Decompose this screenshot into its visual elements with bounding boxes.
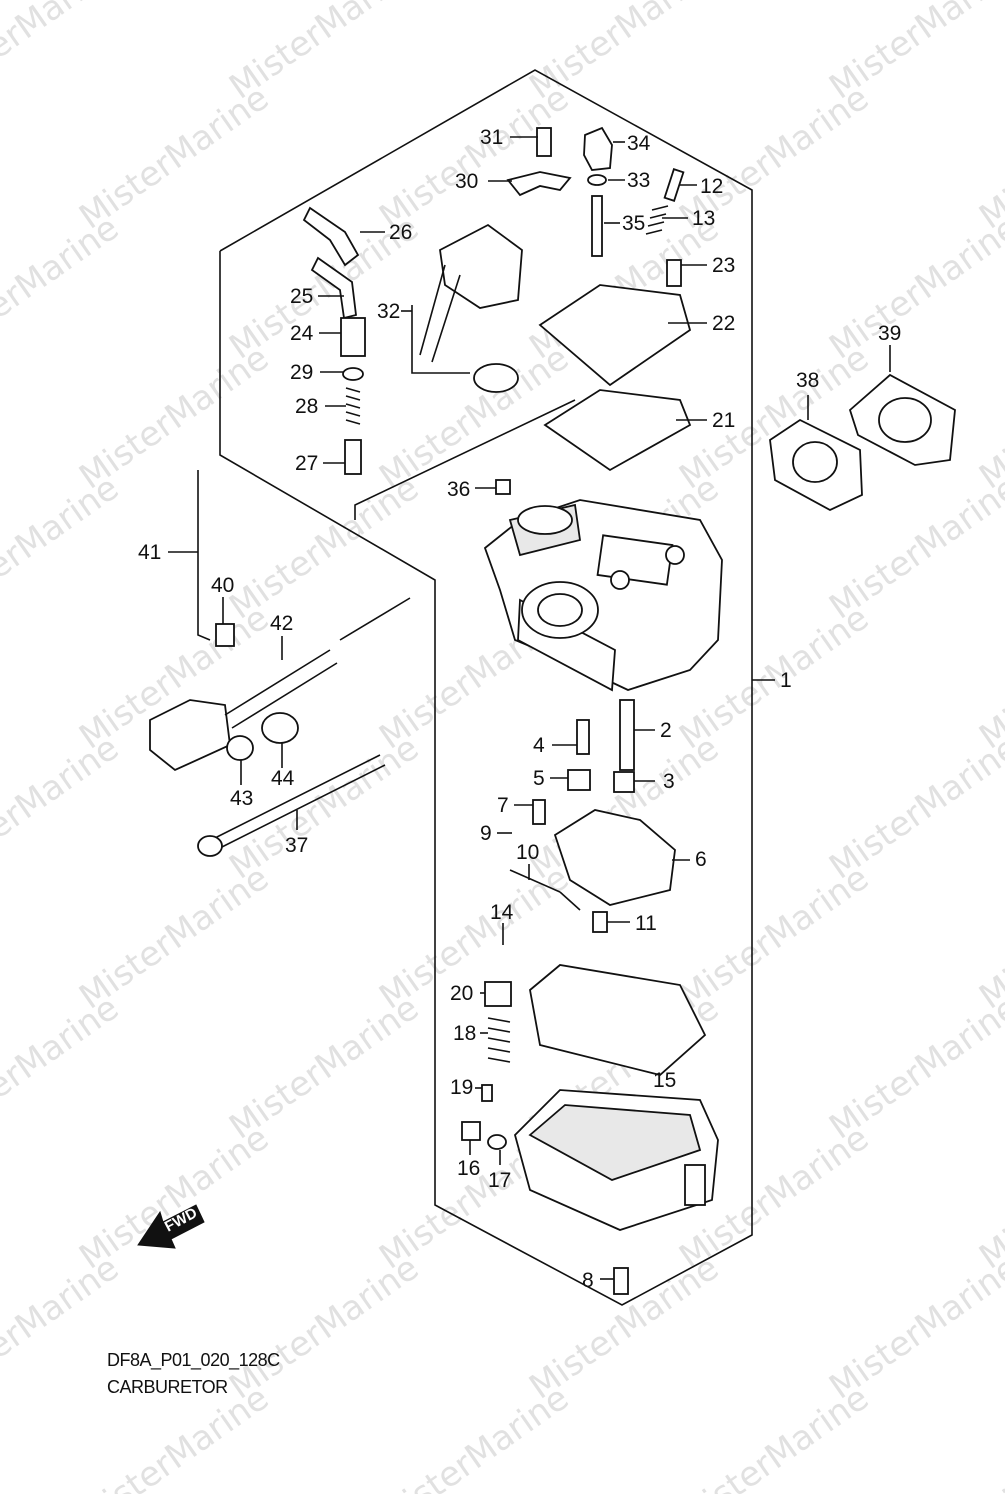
callout-12: 12: [700, 175, 723, 198]
callout-11: 11: [635, 912, 657, 935]
callout-14: 14: [490, 901, 514, 924]
callout-25: 25: [290, 285, 313, 308]
callout-labels: 1 2 3 4 5 6 7 8 9 10 11 12 13 14 15 16 1…: [138, 126, 901, 1292]
callout-15: 15: [653, 1069, 676, 1092]
callout-43: 43: [230, 787, 253, 810]
gasket-parts: [529, 284, 956, 1076]
callout-16: 16: [457, 1157, 480, 1180]
callout-1: 1: [780, 669, 792, 692]
callout-6: 6: [695, 848, 707, 871]
callout-22: 22: [712, 312, 735, 335]
callout-7: 7: [497, 794, 509, 817]
callout-18: 18: [453, 1022, 476, 1045]
callout-44: 44: [271, 767, 295, 790]
callout-32: 32: [377, 300, 400, 323]
callout-23: 23: [712, 254, 735, 277]
watermark-text: MisterMarine: [0, 468, 126, 627]
leader-lines: [168, 136, 891, 1280]
group-outline: [219, 69, 753, 1306]
callout-39: 39: [878, 322, 901, 345]
float-part: [553, 809, 676, 906]
callout-26: 26: [389, 221, 412, 244]
callout-8: 8: [582, 1269, 594, 1292]
float-bowl: [513, 1089, 719, 1231]
callout-42: 42: [270, 612, 293, 635]
callout-31: 31: [480, 126, 503, 149]
carburetor-body: [483, 499, 723, 692]
callout-2: 2: [660, 719, 672, 742]
callout-19: 19: [450, 1076, 473, 1099]
callout-20: 20: [450, 982, 473, 1005]
callout-10: 10: [516, 841, 539, 864]
callout-24: 24: [290, 322, 314, 345]
callout-5: 5: [533, 767, 545, 790]
callout-36: 36: [447, 478, 470, 501]
callout-13: 13: [692, 207, 715, 230]
callout-28: 28: [295, 395, 318, 418]
callout-34: 34: [627, 132, 651, 155]
diagram-title: CARBURETOR: [107, 1377, 228, 1397]
watermark-text: MisterMarine: [0, 988, 126, 1147]
callout-17: 17: [488, 1169, 511, 1192]
choke-and-bolt: [149, 470, 411, 857]
watermark-text: MisterMarine: [0, 208, 126, 367]
watermark-text: MisterMarine: [672, 1378, 876, 1494]
callout-38: 38: [796, 369, 819, 392]
callout-21: 21: [712, 409, 735, 432]
callout-9: 9: [480, 822, 492, 845]
small-parts: [302, 126, 685, 1295]
callout-30: 30: [455, 170, 478, 193]
diagram-code: DF8A_P01_020_128C: [107, 1350, 280, 1371]
callout-4: 4: [533, 734, 545, 757]
callout-33: 33: [627, 169, 650, 192]
watermark-text: MisterMarine: [0, 728, 126, 887]
watermark-text: MisterMarine: [372, 1378, 576, 1494]
callout-41: 41: [138, 541, 161, 564]
callout-37: 37: [285, 834, 308, 857]
callout-35: 35: [622, 212, 645, 235]
callout-29: 29: [290, 361, 313, 384]
callout-3: 3: [663, 770, 675, 793]
watermark-text: MisterMarine: [0, 0, 126, 107]
callout-40: 40: [211, 574, 234, 597]
watermark-text: MisterMarine: [972, 1378, 1005, 1494]
callout-27: 27: [295, 452, 318, 475]
